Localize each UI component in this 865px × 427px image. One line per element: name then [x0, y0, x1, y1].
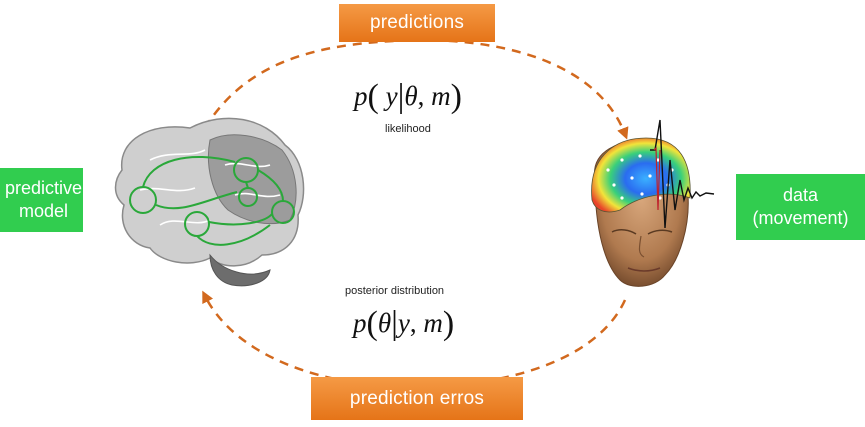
eeg-waveform — [650, 119, 715, 229]
likelihood-fn: p — [354, 81, 368, 111]
data-line2: (movement) — [752, 208, 849, 228]
posterior-var-b: y — [397, 308, 410, 338]
likelihood-var-b: θ — [404, 81, 418, 111]
data-line1: data — [782, 185, 819, 205]
predictions-label: predictions — [339, 4, 495, 42]
likelihood-var-c: m — [431, 81, 451, 111]
posterior-var-c: m — [423, 308, 443, 338]
brain-illustration — [114, 117, 305, 287]
predictive-model-line2: model — [18, 201, 69, 221]
posterior-var-a: θ — [377, 308, 392, 338]
posterior-formula: p(θ|y, m) — [353, 305, 455, 342]
likelihood-var-a: y — [385, 81, 398, 111]
prediction-errors-label: prediction erros — [311, 377, 523, 420]
likelihood-caption: likelihood — [385, 123, 431, 135]
data-movement-label: data (movement) — [736, 174, 865, 240]
eeg-head-illustration — [591, 137, 691, 287]
posterior-caption: posterior distribution — [345, 285, 445, 297]
likelihood-formula: p( y|θ, m) — [354, 78, 462, 115]
predictive-model-label: predictive model — [0, 168, 83, 232]
posterior-fn: p — [353, 308, 367, 338]
predictive-model-line1: predictive — [4, 178, 83, 198]
